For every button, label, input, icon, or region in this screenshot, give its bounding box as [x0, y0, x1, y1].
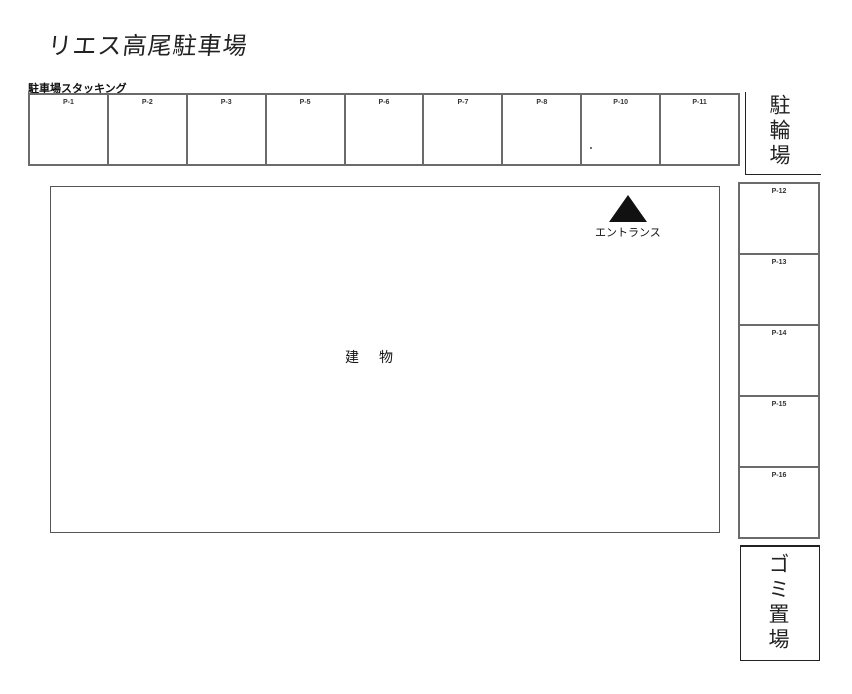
- slot-label: P-14: [771, 330, 787, 337]
- garbage-area-label: ゴミ置場: [766, 553, 790, 653]
- garbage-area: ゴミ置場: [740, 545, 820, 661]
- parking-strip-label: 駐車場スタッキング: [28, 82, 127, 95]
- slot-label: P-13: [771, 259, 787, 266]
- speck: [590, 147, 593, 149]
- parking-slot[interactable]: P-14: [740, 326, 818, 397]
- slot-label: P-6: [378, 99, 390, 106]
- slot-label: P-8: [536, 99, 548, 106]
- parking-slot[interactable]: P-15: [740, 397, 818, 468]
- slot-label: P-15: [771, 401, 787, 408]
- slot-label: P-11: [692, 99, 707, 106]
- parking-slot[interactable]: P-13: [740, 255, 818, 326]
- parking-slot[interactable]: P-7: [424, 95, 504, 164]
- slot-label: P-5: [299, 99, 311, 106]
- parking-slot[interactable]: P-12: [740, 184, 818, 255]
- slot-label: P-2: [141, 99, 153, 106]
- parking-slot[interactable]: P-5: [266, 95, 346, 164]
- bicycle-parking-area: 駐輪場: [745, 92, 821, 175]
- building-label: 建物: [345, 350, 413, 366]
- parking-slot[interactable]: P-2: [108, 95, 188, 164]
- parking-slot[interactable]: P-6: [345, 95, 425, 164]
- triangle-up-icon: [609, 195, 647, 222]
- page-title: リエス高尾駐車場: [46, 32, 250, 60]
- bicycle-parking-label: 駐輪場: [767, 94, 791, 169]
- parking-slot[interactable]: P-1: [30, 95, 109, 164]
- parking-slot[interactable]: P-10: [582, 95, 662, 164]
- slot-label: P-7: [457, 99, 469, 106]
- parking-slot[interactable]: P-3: [187, 95, 267, 164]
- slot-label: P-12: [771, 188, 787, 195]
- parking-strip: P-1 P-2 P-3 P-5 P-6 P-7 P-8 P-10 P-11: [28, 93, 740, 166]
- entrance-label: エントランス: [595, 226, 661, 239]
- parking-slot[interactable]: P-16: [740, 468, 818, 537]
- slot-label: P-10: [613, 99, 629, 106]
- slot-label: P-3: [220, 99, 232, 106]
- slot-label: P-1: [62, 99, 74, 106]
- slot-label: P-16: [771, 472, 787, 479]
- building: エントランス 建物: [50, 186, 720, 533]
- parking-slot[interactable]: P-8: [503, 95, 583, 164]
- parking-slot[interactable]: P-11: [661, 95, 739, 164]
- side-parking-strip: P-12 P-13 P-14 P-15 P-16: [738, 182, 820, 539]
